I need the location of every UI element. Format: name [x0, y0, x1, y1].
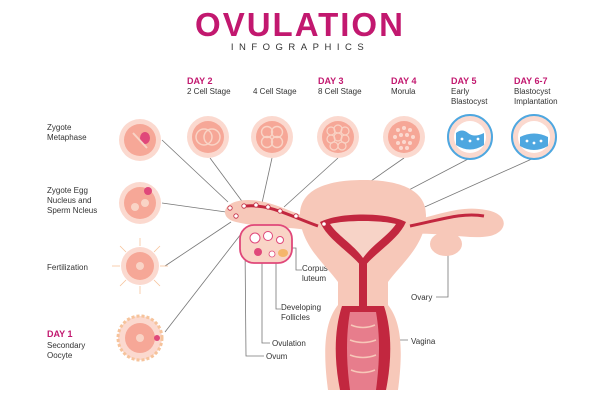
uterine-lining [330, 221, 396, 258]
label-ovum: Ovum [266, 352, 288, 361]
cell-2-cell-stage [187, 116, 229, 158]
cell-morula [383, 116, 425, 158]
cell-secondary-oocyte [116, 314, 164, 362]
label-developing-follicles: Developing Follicles [281, 303, 322, 322]
label-zygote-nuclei: Zygote Egg Nucleus and Sperm Ncleus [47, 186, 98, 215]
page-title: OVULATION [195, 6, 405, 43]
label-ovulation: Ovulation [272, 339, 306, 348]
uterus-illustration [300, 180, 426, 390]
cell-fertilization [112, 238, 168, 294]
cell-zygote-nuclei [119, 182, 161, 224]
cell-zygote-metaphase [119, 119, 161, 161]
left-tube [224, 200, 327, 232]
right-tube [406, 208, 504, 256]
label-corpus-luteum: Corpus luteum [302, 264, 328, 283]
right-ovary [430, 232, 462, 256]
cell-4-cell-stage [251, 116, 293, 158]
label-vagina: Vagina [411, 337, 436, 346]
label-zygote-metaphase: Zygote Metaphase [47, 123, 87, 142]
cell-early-blastocyst [447, 114, 493, 160]
cell-8-cell-stage [317, 116, 359, 158]
left-ovary [239, 224, 293, 264]
stage-label-4-cell: 4 Cell Stage [253, 87, 297, 96]
page-subtitle: INFOGRAPHICS [230, 42, 370, 53]
label-ovary: Ovary [411, 293, 433, 302]
label-fertilization: Fertilization [47, 263, 88, 272]
vagina-inner [347, 312, 379, 390]
cervical-canal [359, 258, 367, 308]
cell-blastocyst-implantation [511, 114, 557, 160]
